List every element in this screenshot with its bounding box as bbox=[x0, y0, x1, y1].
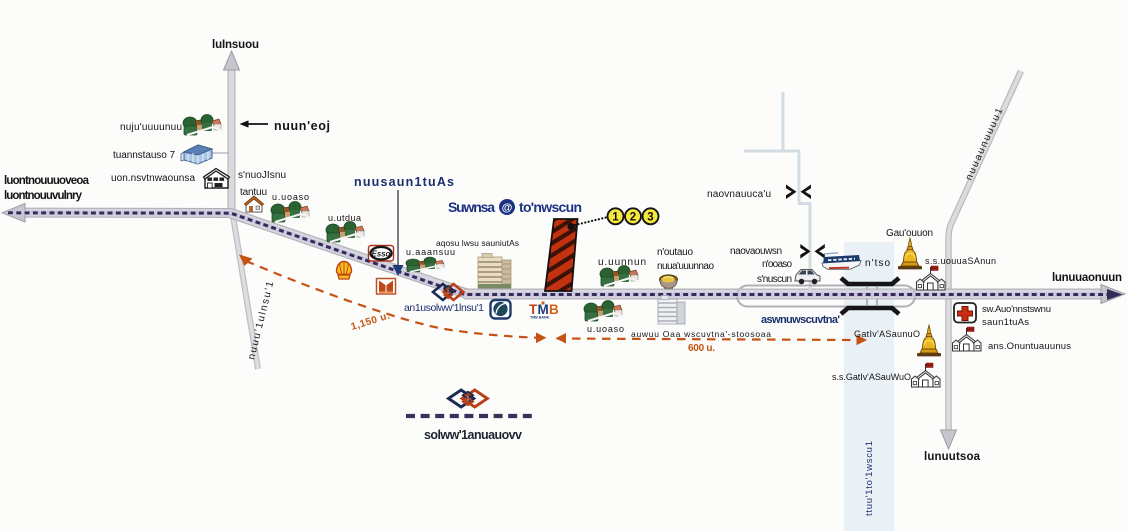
svg-text:3: 3 bbox=[647, 212, 653, 224]
svg-text:nuju'uuuunuu: nuju'uuuunuu bbox=[120, 122, 182, 133]
svg-text:an1usolww'1lnsu'1: an1usolww'1lnsu'1 bbox=[404, 302, 484, 314]
svg-text:ans.Onuntuauunus: ans.Onuntuauunus bbox=[988, 341, 1071, 352]
svg-text:T: T bbox=[529, 302, 538, 317]
svg-text:GatIv'ASaunuO: GatIv'ASaunuO bbox=[854, 329, 920, 339]
svg-text:Suwnsa: Suwnsa bbox=[448, 199, 495, 215]
svg-text:TMB BANK: TMB BANK bbox=[530, 316, 550, 320]
svg-text:nuusaun1tuAs: nuusaun1tuAs bbox=[354, 175, 454, 189]
svg-text:n'ooaso: n'ooaso bbox=[762, 259, 792, 270]
svg-text:solww'1anuauovv: solww'1anuauovv bbox=[424, 428, 522, 442]
svg-text:u.uoaso: u.uoaso bbox=[272, 192, 309, 202]
svg-text:luontnouuuoveoa: luontnouuuoveoa bbox=[4, 175, 90, 187]
svg-text:1: 1 bbox=[612, 212, 619, 224]
svg-text:600 u.: 600 u. bbox=[688, 343, 715, 354]
svg-text:nuun'eoj: nuun'eoj bbox=[274, 119, 330, 133]
svg-text:Gau'ouuon: Gau'ouuon bbox=[886, 228, 933, 239]
svg-text:naovaouwsn: naovaouwsn bbox=[730, 246, 782, 257]
svg-text:M: M bbox=[538, 302, 549, 317]
svg-text:nuua'uuunnao: nuua'uuunnao bbox=[657, 261, 714, 272]
svg-text:ttuu'1to'1wscu1: ttuu'1to'1wscu1 bbox=[864, 441, 875, 516]
svg-text:tantuu: tantuu bbox=[240, 187, 267, 198]
svg-text:tuannstauso 7: tuannstauso 7 bbox=[113, 150, 175, 161]
svg-text:saun1tuAs: saun1tuAs bbox=[982, 317, 1029, 328]
svg-text:aswnuwscuvtna': aswnuwscuvtna' bbox=[761, 314, 840, 326]
svg-text:u.aaansuu: u.aaansuu bbox=[406, 247, 455, 257]
svg-text:u.utdua: u.utdua bbox=[328, 213, 361, 223]
svg-text:uon.nsvtnwaounsa: uon.nsvtnwaounsa bbox=[111, 173, 195, 184]
svg-text:lunuuaonuun: lunuuaonuun bbox=[1052, 272, 1122, 284]
svg-text:sw.Auo'nnstswnu: sw.Auo'nnstswnu bbox=[982, 304, 1051, 315]
svg-text:naovnauuca'u: naovnauuca'u bbox=[707, 189, 771, 200]
svg-text:lunuutsoa: lunuutsoa bbox=[924, 451, 981, 463]
svg-text:u.uoaso: u.uoaso bbox=[587, 324, 624, 334]
svg-text:2: 2 bbox=[630, 212, 636, 224]
svg-text:s'nuscun: s'nuscun bbox=[757, 274, 792, 285]
svg-text:s.s.uouuaSAnun: s.s.uouuaSAnun bbox=[925, 256, 996, 266]
svg-text:u.uunnun: u.uunnun bbox=[598, 257, 646, 268]
svg-text:auwuu Oaa wscuvtna'-stoosoaa: auwuu Oaa wscuvtna'-stoosoaa bbox=[631, 329, 771, 339]
svg-text:B: B bbox=[549, 302, 559, 317]
svg-text:s'nuoJIsnu: s'nuoJIsnu bbox=[238, 170, 286, 181]
svg-text:to'nwscun: to'nwscun bbox=[519, 199, 582, 215]
svg-text:@: @ bbox=[502, 202, 513, 214]
svg-text:Esso: Esso bbox=[372, 249, 391, 258]
svg-text:n'outauo: n'outauo bbox=[657, 247, 693, 258]
svg-text:n'tso: n'tso bbox=[865, 258, 890, 269]
svg-text:aqosu lwsu sauniutAs: aqosu lwsu sauniutAs bbox=[436, 238, 519, 248]
svg-text:s.s.GatIv'ASauWuO: s.s.GatIv'ASauWuO bbox=[832, 372, 911, 382]
svg-text:luInsuou: luInsuou bbox=[212, 39, 259, 51]
svg-text:luontnouuvulnry: luontnouuvulnry bbox=[4, 190, 83, 202]
